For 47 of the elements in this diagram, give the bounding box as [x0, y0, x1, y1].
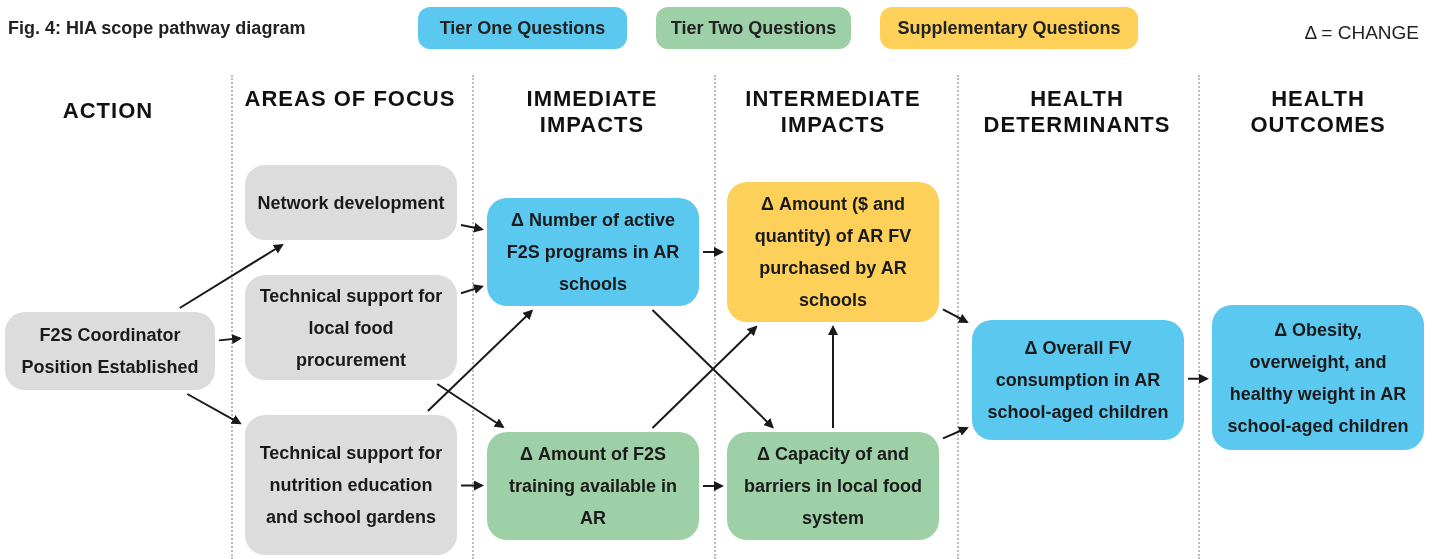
arrow — [178, 243, 284, 309]
box-text: Δ Number of active F2S programs in AR schools — [505, 209, 681, 296]
arrow — [942, 308, 969, 323]
arrow — [651, 309, 774, 429]
box-text: F2S Coordinator Position Established — [20, 324, 200, 379]
process-box — [727, 182, 939, 322]
arrow — [702, 481, 724, 491]
process-box — [487, 432, 699, 540]
arrow — [460, 480, 484, 491]
arrow — [436, 383, 505, 429]
process-box — [727, 432, 939, 540]
column-header: IMMEDIATE IMPACTS — [525, 86, 659, 138]
box-text: Network development — [257, 191, 445, 215]
process-box — [1212, 305, 1424, 450]
column-header: HEALTH OUTCOMES — [1249, 86, 1387, 138]
box-text: Δ Obesity, overweight, and healthy weight in AR school-aged children — [1226, 318, 1410, 438]
arrow — [218, 334, 242, 345]
legend-note: Δ = CHANGE — [1304, 22, 1419, 44]
arrow — [942, 426, 969, 440]
legend-item: Tier One Questions — [418, 7, 627, 49]
arrow — [186, 393, 242, 425]
process-box — [5, 312, 215, 390]
box-text: Δ Capacity of and barriers in local food system — [742, 443, 923, 530]
arrow — [828, 325, 838, 429]
column-header: AREAS OF FOCUS — [243, 86, 457, 112]
box-text: Δ Overall FV consumption in AR school-aged children — [986, 337, 1170, 424]
column-header: INTERMEDIATE IMPACTS — [744, 86, 922, 138]
box-text: Technical support for nutrition education and school gardens — [258, 442, 444, 529]
box-text: Δ Amount of F2S training available in AR — [507, 443, 678, 530]
column-header: HEALTH DETERMINANTS — [982, 86, 1172, 138]
process-box — [245, 275, 457, 380]
figure-title: Fig. 4: HIA scope pathway diagram — [8, 18, 306, 39]
arrow — [426, 309, 534, 412]
arrow — [651, 325, 758, 429]
legend-item: Tier Two Questions — [656, 7, 851, 49]
process-box — [487, 198, 699, 306]
process-box — [245, 415, 457, 555]
arrow — [702, 247, 724, 257]
process-box — [245, 165, 457, 240]
legend-item: Supplementary Questions — [880, 7, 1138, 49]
arrow — [460, 222, 484, 233]
box-text: Δ Amount ($ and quantity) of AR FV purchased by AR schools — [753, 193, 913, 312]
arrow — [1187, 373, 1209, 384]
box-text: Technical support for local food procurement — [258, 284, 444, 372]
column-header: ACTION — [61, 98, 155, 124]
process-box — [972, 320, 1184, 440]
arrow — [460, 284, 484, 295]
